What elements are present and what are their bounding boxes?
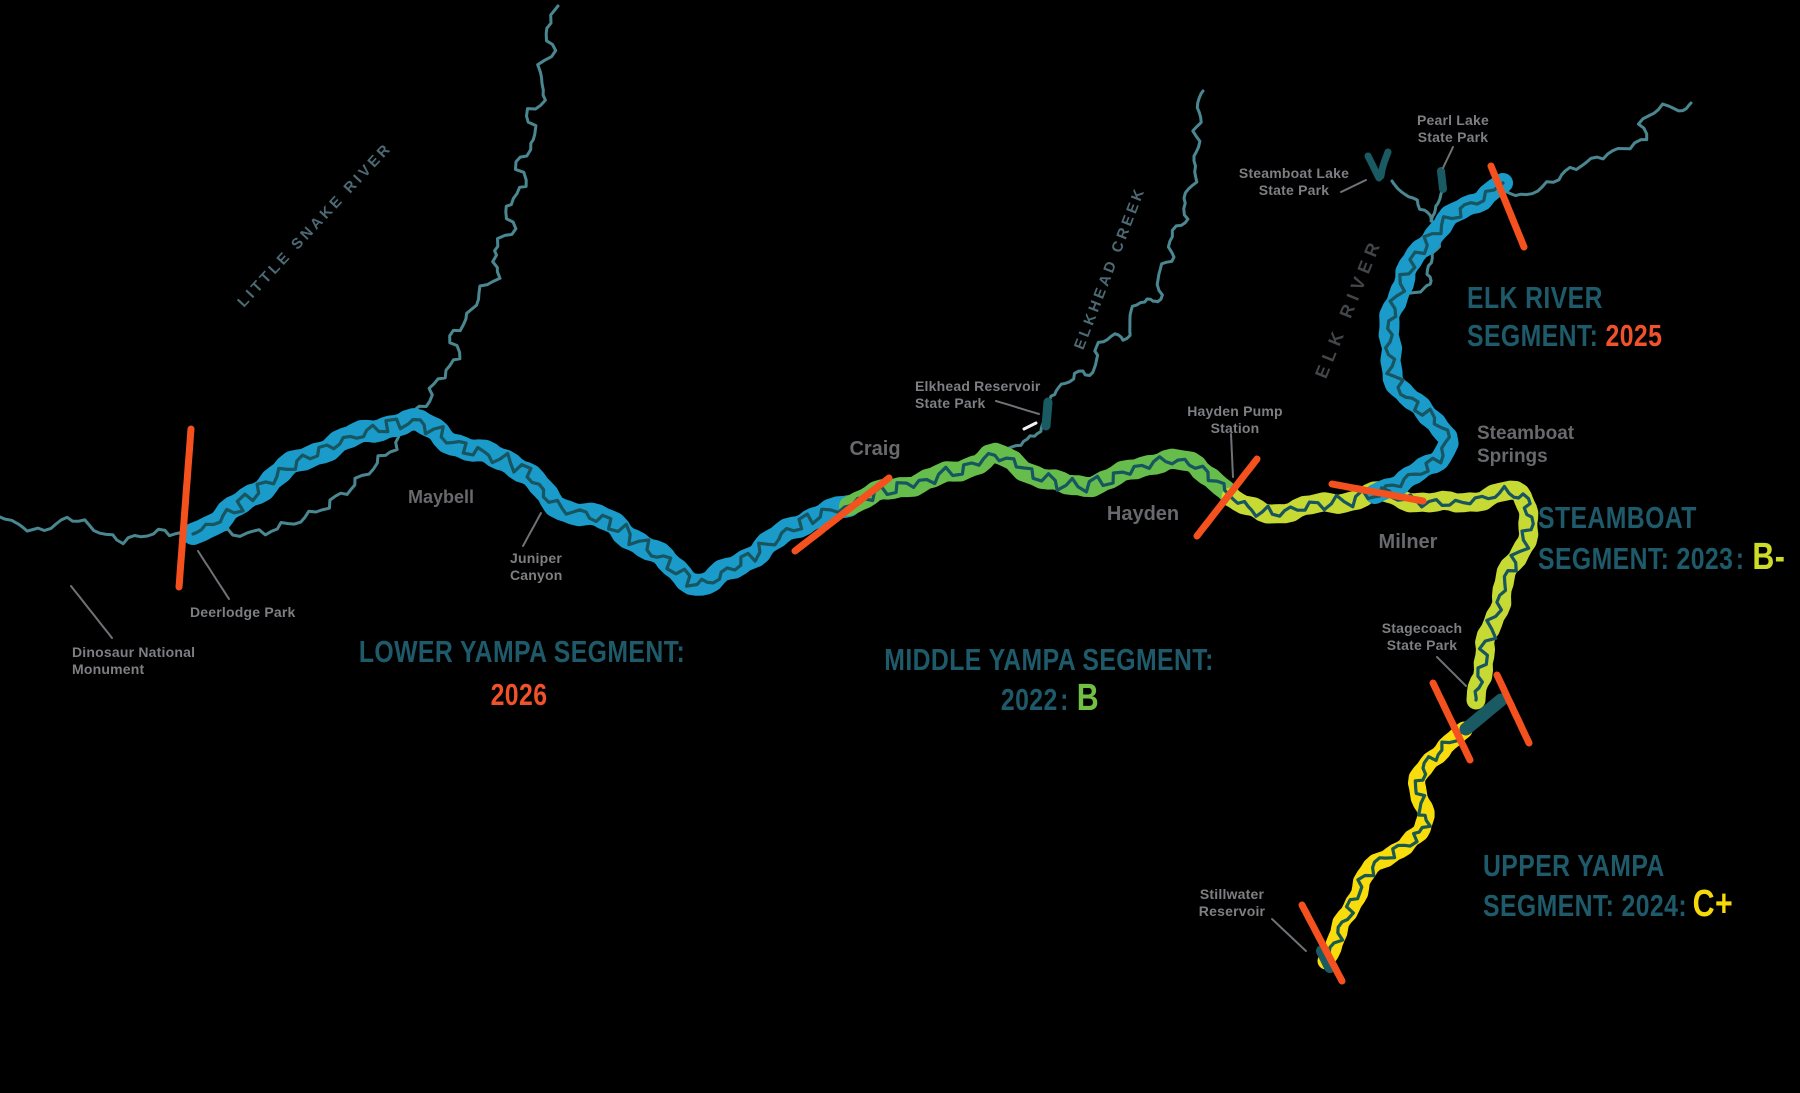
place-label-steamboat-lake-state-park: Steamboat Lake State Park <box>1238 165 1350 198</box>
pearl-lake-outlet-line <box>1429 189 1444 223</box>
stillwater-boundary-marker <box>1298 901 1346 985</box>
middle-yampa-segment-grade-line: 2022:B <box>1000 677 1100 719</box>
steamboat-grade-value: B- <box>1752 536 1786 578</box>
place-label-stagecoach-state-park: Stagecoach State Park <box>1381 620 1463 653</box>
place-label-stillwater-reservoir: Stillwater Reservoir <box>1198 886 1266 919</box>
milner-boundary-marker <box>1328 480 1427 505</box>
lakes-reservoirs-layer <box>1022 148 1508 973</box>
middle-yampa-segment-title: MIDDLE YAMPA SEGMENT: <box>884 642 1214 677</box>
lower-yampa-segment-year: 2026 <box>490 677 548 712</box>
stagecoach-reservoir-shape <box>1459 693 1508 736</box>
place-label-juniper-canyon: Juniper Canyon <box>510 550 563 583</box>
stillwater-inlet-shape <box>1316 945 1336 973</box>
place-label-hayden-pump-station: Hayden Pump Station <box>1187 403 1283 436</box>
elkhead-reservoir-shape <box>1041 397 1053 431</box>
place-label-dinosaur-national-monument: Dinosaur National Monument <box>72 644 196 677</box>
upper-yampa-segment-title: UPPER YAMPA <box>1483 848 1665 883</box>
steamboat-segment-band <box>1221 480 1539 710</box>
yampa-river-west-line <box>0 515 198 546</box>
town-label-maybell: Maybell <box>407 487 475 507</box>
steamboat-lake-leader-line <box>1340 179 1367 193</box>
pearl-lake-shape <box>1437 167 1447 193</box>
steamboat-lake-shape-2 <box>1377 148 1392 180</box>
middle-yampa-grade-value: B <box>1076 677 1100 719</box>
place-label-deerlodge-park: Deerlodge Park <box>190 604 296 620</box>
elkhead-reservoir-leader-line <box>995 400 1040 415</box>
stagecoach-leader-line <box>1436 656 1467 687</box>
stagecoach-upper-boundary-marker <box>1493 671 1533 747</box>
hayden-pump-leader-line <box>1230 433 1234 478</box>
elk-segment-year-value: 2025 <box>1605 318 1663 353</box>
town-label-craig: Craig <box>849 438 901 460</box>
deerlodge-boundary-marker <box>175 425 195 591</box>
juniper-leader-line <box>522 512 542 547</box>
boundary-markers-layer <box>175 162 1533 985</box>
river-channel-layer <box>191 181 1535 963</box>
elk-river-boundary-marker <box>1487 162 1528 251</box>
middle-yampa-channel-line <box>847 451 1233 508</box>
place-label-elkhead-reservoir-state-park: Elkhead Reservoir State Park <box>915 378 1041 411</box>
stillwater-leader-line <box>1271 918 1307 952</box>
craig-boundary-marker <box>791 474 893 555</box>
little-snake-river-line <box>206 4 560 538</box>
dinosaur-leader-line <box>70 585 113 639</box>
elk-river-segment-title: ELK RIVER <box>1467 280 1603 315</box>
elk-river-channel-line <box>1373 181 1505 496</box>
dam-marker <box>1022 421 1038 431</box>
town-label-milner: Milner <box>1378 531 1438 553</box>
steamboat-lake-shape <box>1364 152 1383 182</box>
hayden-pump-boundary-marker <box>1193 455 1261 540</box>
town-label-steamboat-springs: Steamboat Springs <box>1477 423 1575 467</box>
stagecoach-lower-boundary-marker <box>1429 679 1474 764</box>
upper-yampa-segment-grade-line: SEGMENT:2024:C+ <box>1483 883 1734 925</box>
lower-yampa-segment-title: LOWER YAMPA SEGMENT: <box>358 634 686 669</box>
steamboat-channel-line <box>1229 484 1535 702</box>
steamboat-segment-grade-line: SEGMENT:2023:B- <box>1538 536 1786 578</box>
elk-river-segment-year: SEGMENT:2025 <box>1467 318 1663 353</box>
town-label-hayden: Hayden <box>1106 503 1180 525</box>
lower-yampa-channel-line <box>191 417 851 588</box>
place-label-pearl-lake-state-park: Pearl Lake State Park <box>1416 112 1490 145</box>
pearl-lake-leader-line <box>1442 146 1454 169</box>
upper-yampa-channel-line <box>1324 728 1466 963</box>
segment-bands-layer <box>182 173 1539 970</box>
upper-yampa-segment-band <box>1317 721 1473 970</box>
steamboat-segment-title: STEAMBOAT <box>1538 500 1697 535</box>
upper-yampa-grade-value: C+ <box>1692 883 1734 925</box>
elk-river-upper-line <box>1505 101 1693 198</box>
leader-lines-layer <box>70 146 1467 952</box>
deerlodge-leader-line <box>197 550 230 600</box>
